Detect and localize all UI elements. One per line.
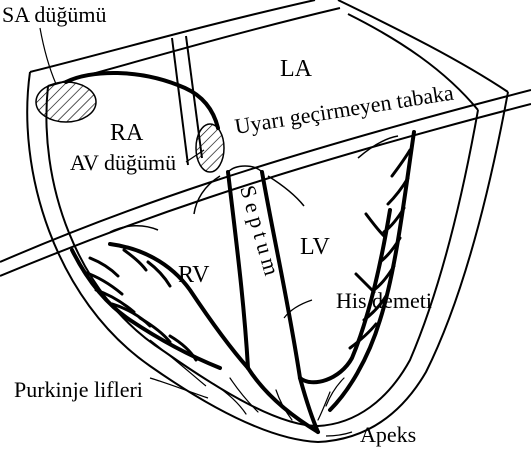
valve-curve-2 <box>268 176 304 206</box>
sa-node-leader <box>40 28 56 84</box>
purkinje-label: Purkinje lifleri <box>14 377 143 402</box>
sa-node <box>36 82 96 122</box>
insulating-layer-label: Uyarı geçirmeyen tabaka <box>233 80 456 139</box>
right-outer-line <box>338 0 508 92</box>
av-node <box>196 124 224 172</box>
septum-label: Septum <box>235 182 286 282</box>
lv-fiber-8 <box>366 214 384 236</box>
apex-branch-1 <box>230 378 258 412</box>
rv-fiber-1 <box>90 258 118 276</box>
his-bundle-label: His demeti <box>336 288 432 313</box>
la-label: LA <box>280 56 313 82</box>
apex-label: Apeks <box>360 422 416 447</box>
rv-label: RV <box>178 262 210 288</box>
sa-node-label: SA düğümü <box>2 2 107 27</box>
av-node-label: AV düğümü <box>70 150 176 175</box>
lv-label: LV <box>300 234 330 260</box>
atrial-divider <box>172 38 188 165</box>
apex-leader <box>326 432 352 436</box>
valve-curve-4 <box>358 136 398 158</box>
apex-branch-4 <box>318 392 330 420</box>
ra-label: RA <box>110 120 144 146</box>
valve-curve-3 <box>110 226 158 232</box>
